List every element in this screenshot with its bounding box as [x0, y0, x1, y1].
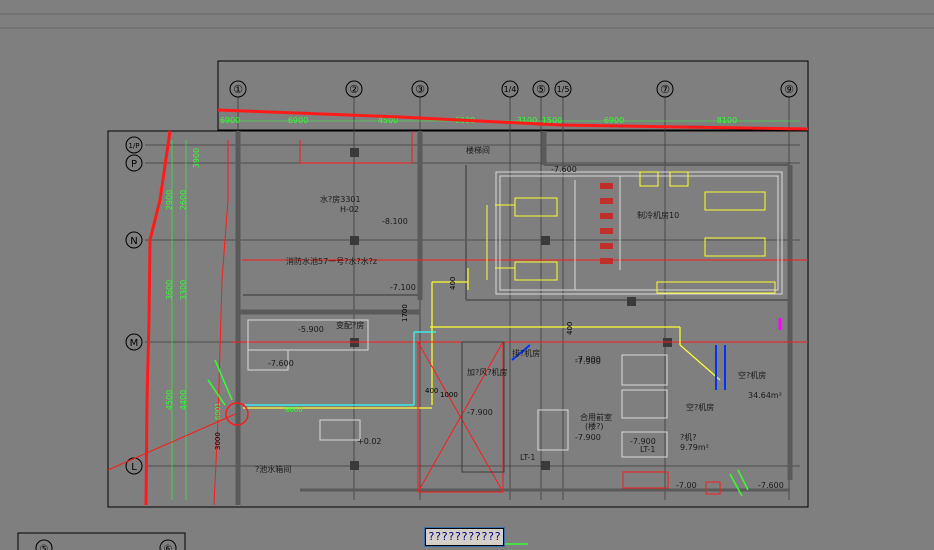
bottom-axis-bubbles: [35, 539, 177, 550]
dimension-text: 4400: [179, 390, 188, 410]
dimension-text: 6900: [220, 116, 240, 125]
room-label: 9.79m²: [680, 443, 709, 452]
red-room-lines: [232, 131, 808, 343]
level-mark: -7.100: [390, 283, 416, 292]
top-axis-bubbles: [229, 80, 798, 98]
room-label: 排?机房: [512, 348, 540, 358]
cyan-ducts: [245, 331, 436, 406]
dimension-text: 3600: [165, 280, 174, 300]
level-mark: -8.100: [382, 217, 408, 226]
detail-marker[interactable]: [225, 402, 249, 426]
level-mark: -7.900: [630, 437, 656, 446]
left-dimension-lines: [171, 140, 187, 500]
axis-label-top: ③: [415, 83, 425, 96]
duct-runs: [243, 268, 721, 409]
level-mark: -7.900: [467, 408, 493, 417]
dimension-text: 8100: [717, 116, 737, 125]
axis-label-left: N: [130, 236, 137, 247]
boundary-line-top: [217, 108, 809, 131]
dimension-text: 3000: [214, 432, 222, 450]
axis-label-top: ⑨: [784, 83, 794, 96]
axis-label-top: 1/5: [557, 85, 570, 94]
room-label: 消防水池57一号?水?水?z: [286, 256, 377, 266]
chiller-room-outline: [495, 171, 783, 295]
room-label: 楼梯间: [466, 145, 490, 155]
room-label: 制冷机房10: [637, 210, 679, 220]
axis-label-top: ②: [349, 83, 359, 96]
room-label: 空?机房: [738, 370, 766, 380]
dimension-text: 8000: [285, 406, 303, 414]
room-label: 合用前室: [580, 412, 612, 422]
main-plan-frame: [107, 130, 809, 508]
room-label: 空?机房: [686, 402, 714, 412]
top-axis-labels: ① ② ③ 1/4 ⑤ 1/5 ⑦ ⑨: [233, 83, 794, 96]
left-dimensions: 3900 2900 2600 3600 3300 4500 4400: [165, 148, 201, 410]
red-boxes: [622, 471, 721, 495]
dimension-text: 400: [566, 322, 574, 335]
room-label: 34.64m²: [748, 391, 782, 400]
axis-label-top: ⑤: [536, 83, 546, 96]
axis-label-bottom: ⑤: [40, 544, 49, 550]
dimension-text: 1700: [401, 304, 409, 322]
boundary-diagonal: [107, 411, 241, 471]
dimension-text: 3100: [517, 116, 537, 125]
room-label: ?机?: [680, 432, 697, 442]
room-label: -5.900: [298, 325, 324, 334]
room-label: 水?房3301: [320, 194, 361, 204]
level-mark: -7.600: [758, 481, 784, 490]
axis-label-left: P: [131, 159, 137, 170]
left-axis-bubbles: [125, 136, 143, 475]
columns: [350, 148, 672, 470]
pump-units: [600, 183, 613, 264]
room-label: H-02: [340, 205, 359, 214]
dimension-text: 4500: [378, 116, 398, 125]
blue-equipment: [511, 344, 726, 390]
room-label: LT-1: [640, 445, 655, 454]
dimension-text: 3300: [179, 280, 188, 300]
room-label: 加?风?机房: [467, 367, 508, 377]
boundary-line-left: [144, 130, 172, 506]
boundary-line-thin: [213, 140, 229, 506]
axis-lines: [145, 97, 800, 500]
dimension-text: 1500: [542, 116, 562, 125]
dimension-text: 6900: [288, 116, 308, 125]
shaft-x: [417, 341, 505, 493]
upper-plan-frame: [217, 60, 809, 131]
level-mark: -7.00: [676, 481, 697, 490]
dimension-annotations: 400 1000 1700 400 400 8000 6001 3000: [214, 277, 574, 450]
dimension-text: 400: [449, 277, 457, 290]
dimension-text: 2600: [179, 190, 188, 210]
axis-label-top: ①: [233, 83, 243, 96]
inner-rooms: [247, 319, 668, 458]
status-tooltip: ???????????: [424, 527, 505, 547]
level-mark: +0.02: [357, 437, 382, 446]
level-mark: -7.600: [551, 165, 577, 174]
level-mark: -7.900: [575, 433, 601, 442]
chiller-equipment: [486, 171, 776, 294]
level-mark: -7.900: [575, 355, 601, 364]
room-label: 变配?房: [336, 320, 364, 330]
level-mark: -7.600: [268, 359, 294, 368]
dimension-text: 3900: [192, 148, 201, 168]
axis-label-left: L: [131, 462, 137, 473]
axis-label-top: ⑦: [660, 83, 670, 96]
room-label: ?池水箱间: [255, 464, 291, 474]
room-label: LT-1: [520, 453, 535, 462]
dimension-text: 1000: [440, 391, 458, 399]
dimension-text: 6001: [214, 402, 222, 420]
axis-label-top: 1/4: [504, 85, 517, 94]
dimension-text: 400: [425, 387, 438, 395]
left-axis-labels: 1/P P N M L: [128, 142, 139, 473]
axis-label-left: M: [130, 338, 139, 349]
axis-label-left: 1/P: [128, 142, 139, 150]
room-label: (楼?): [585, 421, 604, 431]
level-mark: -7.900: [575, 357, 601, 366]
axis-label-bottom: ⑥: [164, 544, 173, 550]
room-labels: 水?房3301 H-02 -8.100 消防水池57一号?水?水?z -7.10…: [255, 145, 784, 490]
bottom-frame: [17, 532, 186, 550]
dimension-text: 4500: [165, 390, 174, 410]
dimension-text: 2900: [165, 190, 174, 210]
dimension-text: 6900: [604, 116, 624, 125]
